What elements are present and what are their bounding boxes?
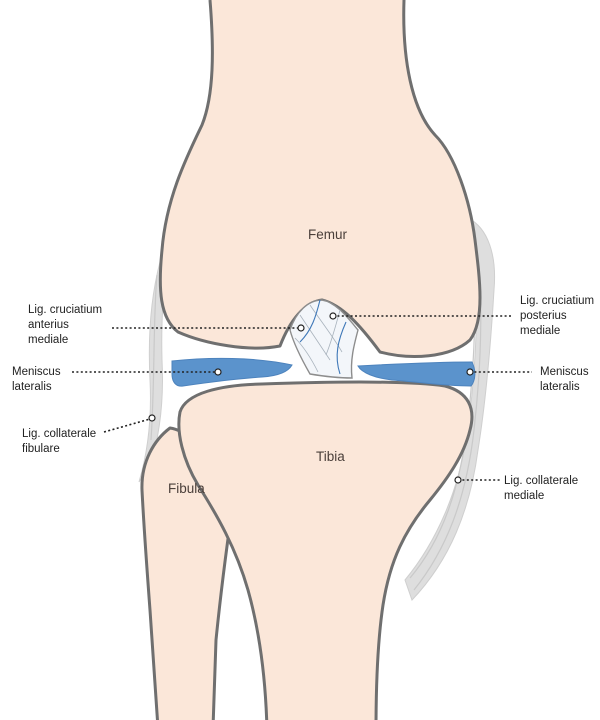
collateral-medial-label-line-2: mediale xyxy=(504,490,544,502)
collateral-medial-pin-marker xyxy=(455,477,461,483)
pcl-label-line-1: Lig. cruciatium xyxy=(520,295,594,307)
acl-label-line-1: Lig. cruciatium xyxy=(28,304,102,316)
femur-label: Femur xyxy=(308,227,348,242)
meniscus-right-pin-marker xyxy=(467,369,473,375)
meniscus-right-label-line-1: Meniscus xyxy=(540,366,589,378)
collateral-medial-label-line-1: Lig. collaterale xyxy=(504,475,578,487)
pcl-label-line-2: posterius xyxy=(520,310,567,322)
meniscus-right-label: Meniscus lateralis xyxy=(540,366,592,393)
collateral-fibular-label-line-2: fibulare xyxy=(22,443,60,455)
meniscus-left-label-line-1: Meniscus xyxy=(12,366,61,378)
meniscus-left-label: Meniscus lateralis xyxy=(12,366,64,393)
meniscus-left-pin-marker xyxy=(215,369,221,375)
collateral-medial-label: Lig. collaterale mediale xyxy=(504,475,581,502)
collateral-fibular-pin-marker xyxy=(149,415,155,421)
collateral-fibular-label-line-1: Lig. collaterale xyxy=(22,428,96,440)
pcl-label: Lig. cruciatium posterius mediale xyxy=(520,295,597,337)
acl-label: Lig. cruciatium anterius mediale xyxy=(28,304,105,346)
meniscus-lateral-left xyxy=(172,358,292,386)
collateral-fibular-label: Lig. collaterale fibulare xyxy=(22,428,99,455)
acl-pin-marker xyxy=(298,325,304,331)
pcl-label-line-3: mediale xyxy=(520,325,560,337)
pcl-pin-marker xyxy=(330,313,336,319)
tibia-label: Tibia xyxy=(316,449,345,464)
collateral-fibular-leader-line xyxy=(104,419,150,432)
meniscus-right-label-line-2: lateralis xyxy=(540,381,580,393)
fibula-label: Fibula xyxy=(168,481,205,496)
acl-label-line-2: anterius xyxy=(28,319,69,331)
meniscus-left-label-line-2: lateralis xyxy=(12,381,52,393)
acl-label-line-3: mediale xyxy=(28,334,68,346)
